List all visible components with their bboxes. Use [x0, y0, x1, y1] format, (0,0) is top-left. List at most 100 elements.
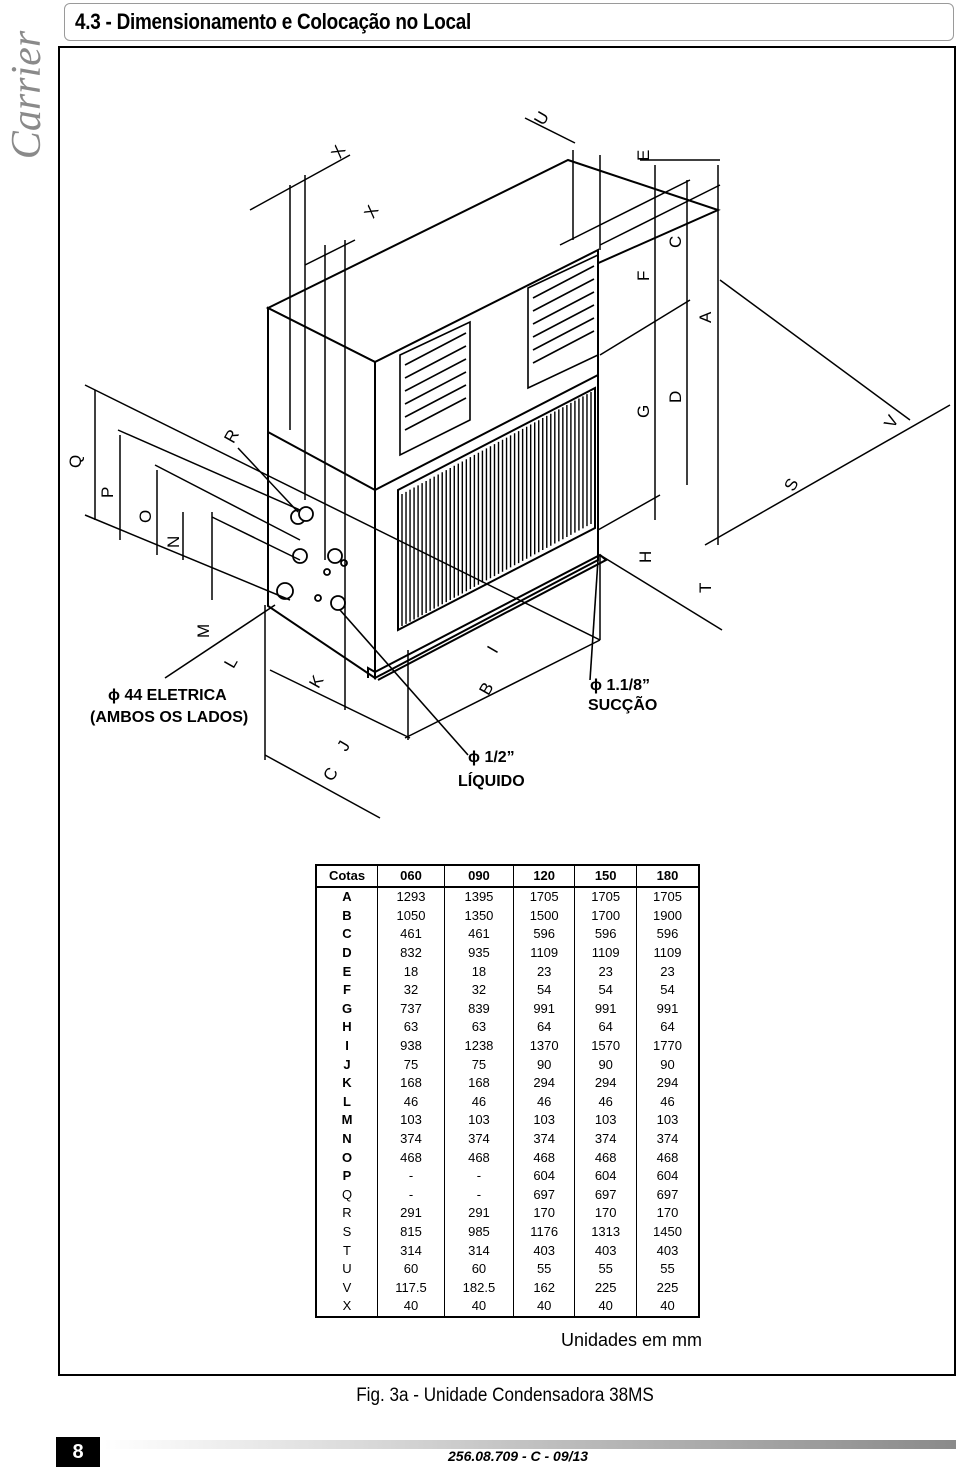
row-label-cell: G	[315, 999, 378, 1019]
label-E: E	[634, 150, 653, 161]
label-C: C	[666, 236, 685, 248]
table-cell: 374	[512, 1129, 575, 1149]
table-cell: 1570	[574, 1036, 637, 1056]
table-cell: 461	[443, 925, 514, 944]
table-cell: 60	[443, 1259, 514, 1279]
table-cell: 168	[443, 1073, 514, 1093]
table-cell: 40	[443, 1297, 514, 1317]
row-label-cell: L	[315, 1092, 378, 1112]
row-label-cell: N	[315, 1129, 378, 1149]
table-cell: 46	[443, 1092, 514, 1112]
label-L: L	[220, 654, 241, 672]
table-cell: 604	[512, 1166, 575, 1186]
label-Q: Q	[66, 455, 85, 468]
row-label-cell: X	[315, 1297, 378, 1317]
row-label-cell: J	[315, 1055, 378, 1074]
table-cell: 170	[512, 1204, 575, 1223]
table-cell: 55	[635, 1259, 699, 1279]
label-U: U	[530, 108, 553, 128]
callout-leaders	[164, 559, 599, 756]
row-label-cell: P	[315, 1166, 378, 1186]
unit-drawing: Q P O N M R L K J C B I X X U E C F A D …	[66, 108, 951, 819]
table-cell: 737	[377, 999, 445, 1019]
table-cell: 468	[377, 1148, 445, 1167]
row-label-cell: C	[315, 925, 378, 944]
table-cell: 1238	[443, 1036, 514, 1056]
table-cell: 46	[635, 1092, 699, 1112]
table-cell: 103	[512, 1111, 575, 1130]
table-cell: 103	[443, 1111, 514, 1130]
table-cell: 1700	[574, 906, 637, 926]
table-cell: 170	[574, 1204, 637, 1223]
table-cell: 403	[512, 1241, 575, 1260]
table-cell: 1109	[512, 943, 575, 963]
table-cell: 18	[377, 962, 445, 981]
table-column-header: 120	[512, 865, 575, 888]
table-cell: 697	[512, 1185, 575, 1205]
table-cell: 23	[574, 962, 637, 981]
table-cell: 63	[443, 1018, 514, 1037]
label-I: I	[483, 643, 502, 657]
label-X: X	[360, 202, 382, 221]
table-cell: 938	[377, 1036, 445, 1056]
table-cell: 291	[377, 1204, 445, 1223]
row-label-cell: Q	[315, 1185, 378, 1205]
table-cell: 604	[574, 1166, 637, 1186]
table-cell: 225	[574, 1278, 637, 1298]
section-header: 4.3 - Dimensionamento e Colocação no Loc…	[64, 3, 954, 41]
table-cell: 403	[635, 1241, 699, 1260]
label-R: R	[220, 426, 243, 446]
table-cell: 63	[377, 1018, 445, 1037]
table-cell: 55	[574, 1259, 637, 1279]
condenser-coil	[397, 386, 596, 632]
table-cell: 40	[635, 1297, 699, 1317]
callout-suction-1: ϕ 1.1/8”	[590, 677, 650, 694]
callout-electric-1: ϕ 44 ELETRICA	[108, 687, 227, 704]
table-cell: 1770	[635, 1036, 699, 1056]
table-cell: 461	[377, 925, 445, 944]
table-cell: 182.5	[443, 1278, 514, 1298]
table-cell: 32	[377, 980, 445, 1000]
table-cell: 403	[574, 1241, 637, 1260]
label-X-top: X	[327, 142, 349, 161]
table-cell: 1370	[512, 1036, 575, 1056]
table-cell: 991	[574, 999, 637, 1019]
table-cell: 294	[574, 1073, 637, 1093]
row-label-cell: U	[315, 1259, 378, 1279]
table-cell: 75	[443, 1055, 514, 1074]
table-cell: 1313	[574, 1222, 637, 1242]
table-cell: 54	[635, 980, 699, 1000]
callout-liquid-1: ϕ 1/2”	[468, 749, 515, 766]
row-label-cell: I	[315, 1036, 378, 1056]
table-cell: 40	[377, 1297, 445, 1317]
table-cell: 374	[377, 1129, 445, 1149]
table-cell: 168	[377, 1073, 445, 1093]
carrier-logo: Carrier	[4, 30, 50, 160]
table-cell: -	[377, 1166, 445, 1186]
table-cell: 1109	[635, 943, 699, 963]
table-cell: 162	[512, 1278, 575, 1298]
table-cell: 46	[377, 1092, 445, 1112]
table-cell: 1350	[443, 906, 514, 926]
table-cell: 18	[443, 962, 514, 981]
label-G: G	[634, 405, 653, 418]
table-cell: 1705	[635, 887, 699, 907]
row-label-cell: D	[315, 943, 378, 963]
table-cell: 46	[574, 1092, 637, 1112]
table-cell: 103	[635, 1111, 699, 1130]
label-B: B	[475, 679, 497, 698]
table-cell: 935	[443, 943, 514, 963]
table-cell: 294	[512, 1073, 575, 1093]
row-label-cell: B	[315, 906, 378, 926]
